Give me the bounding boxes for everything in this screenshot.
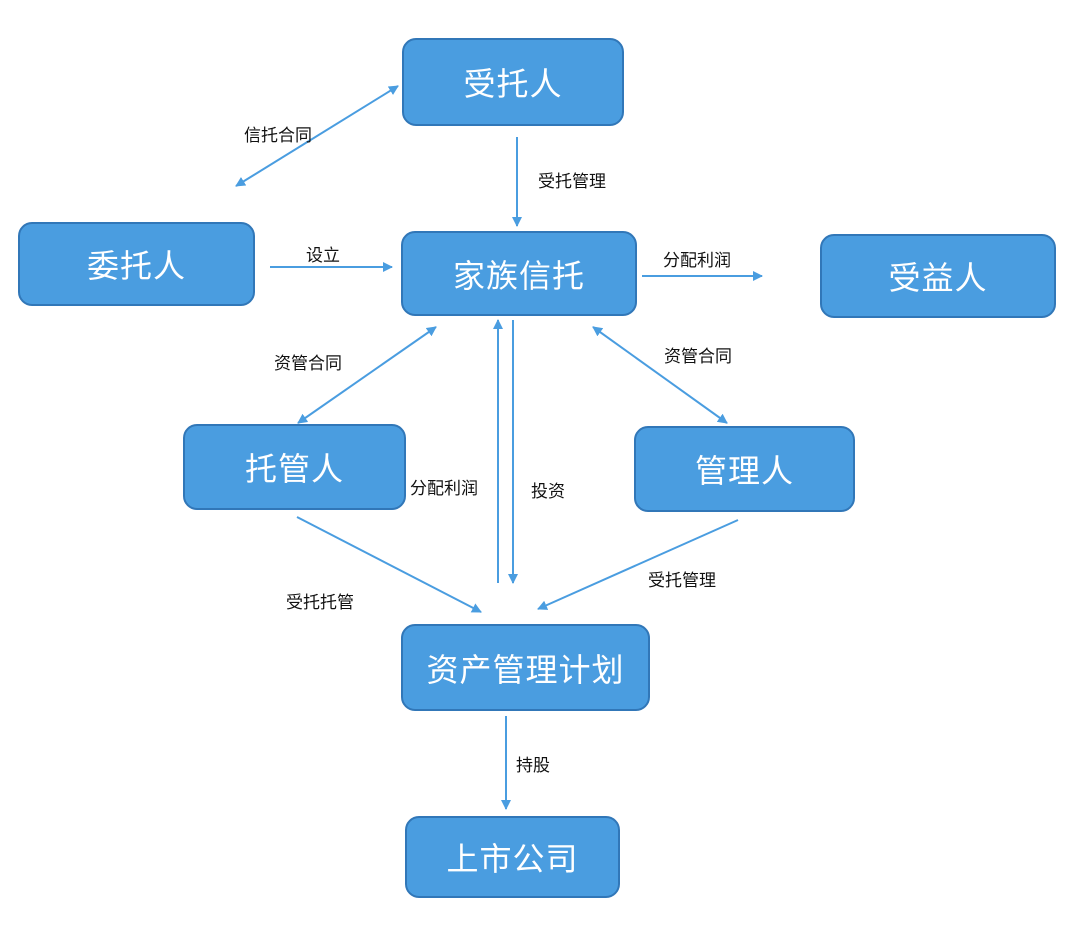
label-establish: 设立 [306,246,340,266]
label-entrusted-management: 受托管理 [648,571,716,591]
node-listed-company-label: 上市公司 [446,840,579,878]
node-asset-plan-label: 资产管理计划 [426,650,625,689]
edge-trust-custody [296,516,482,613]
label-invest: 投资 [531,482,565,502]
node-asset-plan: 资产管理计划 [401,624,650,711]
node-trustee: 受托人 [402,38,624,126]
node-beneficiary-label: 受益人 [888,259,988,297]
edge-entrusted-management [537,519,739,610]
label-trust-contract: 信托合同 [244,126,312,146]
label-distribute-profit-right: 分配利润 [663,251,731,271]
label-trust-management: 受托管理 [538,172,606,192]
node-custodian: 托管人 [183,424,406,510]
label-distribute-profit-center: 分配利润 [410,479,478,499]
node-family-trust: 家族信托 [401,231,637,316]
node-manager-label: 管理人 [694,452,794,490]
node-trustee-label: 受托人 [463,65,563,103]
label-asset-contract-left: 资管合同 [274,354,342,374]
label-trust-custody: 受托托管 [286,593,354,613]
edge-asset-contract-left [297,326,437,424]
node-beneficiary: 受益人 [820,234,1056,318]
node-listed-company: 上市公司 [405,816,620,898]
label-shareholding: 持股 [516,756,550,776]
node-custodian-label: 托管人 [244,450,344,488]
edge-trust-contract [235,85,399,187]
node-manager: 管理人 [634,426,855,512]
node-settlor-label: 委托人 [86,247,186,285]
node-family-trust-label: 家族信托 [452,256,585,295]
label-asset-contract-right: 资管合同 [664,347,732,367]
node-settlor: 委托人 [18,222,255,306]
edge-asset-contract-right [592,326,728,424]
